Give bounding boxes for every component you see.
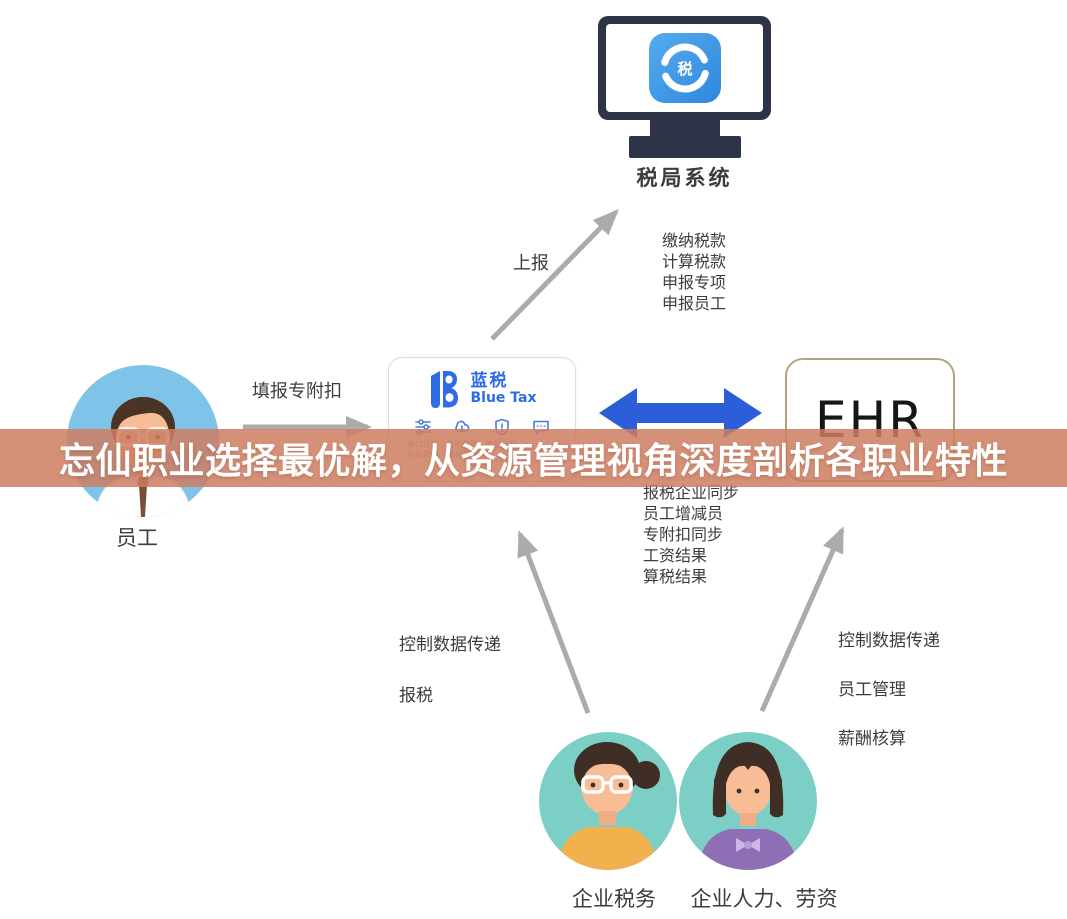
tax-app-icon: 税 [648, 33, 721, 103]
tax-staff-avatar [539, 732, 677, 870]
blue-tax-logo: 蓝税 Blue Tax [389, 369, 575, 409]
sync-item: 工资结果 [643, 546, 708, 565]
flow-label: 报税 [399, 686, 433, 706]
flow-label: 员工管理 [838, 680, 906, 700]
flow-label: 控制数据传递 [838, 631, 940, 651]
tax-bureau-title: 税局系统 [636, 166, 733, 190]
hr-staff-avatar [679, 732, 817, 870]
tax-emblem-icon: 税 [660, 43, 709, 93]
employee-label: 员工 [116, 526, 158, 550]
svg-text:税: 税 [677, 60, 692, 78]
tax-action-item: 计算税款 [662, 252, 727, 271]
sync-item: 算税结果 [643, 567, 708, 586]
report-label: 上报 [513, 253, 549, 274]
fill-deduction-label: 填报专附扣 [252, 381, 342, 402]
banner-text: 忘仙职业选择最优解，从资源管理视角深度剖析各职业特性 [58, 441, 1008, 482]
tax-office-upload-arrow [517, 530, 591, 714]
hr-upload-arrow [759, 526, 845, 713]
flow-label: 控制数据传递 [399, 635, 501, 655]
tax-action-item: 申报员工 [662, 294, 727, 313]
blue-tax-name-cn: 蓝税 [470, 370, 509, 391]
right-flow-labels: 控制数据传递 员工管理 薪酬核算 [838, 626, 940, 773]
blue-tax-name-en: Blue Tax [470, 389, 537, 406]
sync-list: 报税企业同步 员工增减员 专附扣同步 工资结果 算税结果 [643, 482, 739, 587]
company-hr-label: 企业人力、劳资 [690, 887, 838, 911]
company-staff-avatars [539, 732, 817, 870]
title-banner: 忘仙职业选择最优解，从资源管理视角深度剖析各职业特性 [0, 429, 1067, 487]
tax-action-item: 申报专项 [662, 273, 727, 292]
blue-tax-b-icon [431, 371, 459, 408]
company-tax-label: 企业税务 [572, 887, 656, 911]
tax-bureau-monitor: 税 [598, 16, 771, 120]
monitor-stand-base [629, 136, 741, 158]
sync-item: 报税企业同步 [643, 483, 740, 502]
left-flow-labels: 控制数据传递 报税 [399, 630, 501, 732]
flow-label: 薪酬核算 [838, 729, 906, 749]
monitor-stand-neck [650, 120, 720, 136]
tax-actions-list: 缴纳税款 计算税款 申报专项 申报员工 [662, 230, 726, 314]
monitor-screen: 税 [606, 24, 763, 112]
sync-item: 员工增减员 [643, 504, 724, 523]
sync-item: 专附扣同步 [643, 525, 724, 544]
tax-action-item: 缴纳税款 [662, 231, 727, 250]
report-arrow [490, 209, 619, 341]
